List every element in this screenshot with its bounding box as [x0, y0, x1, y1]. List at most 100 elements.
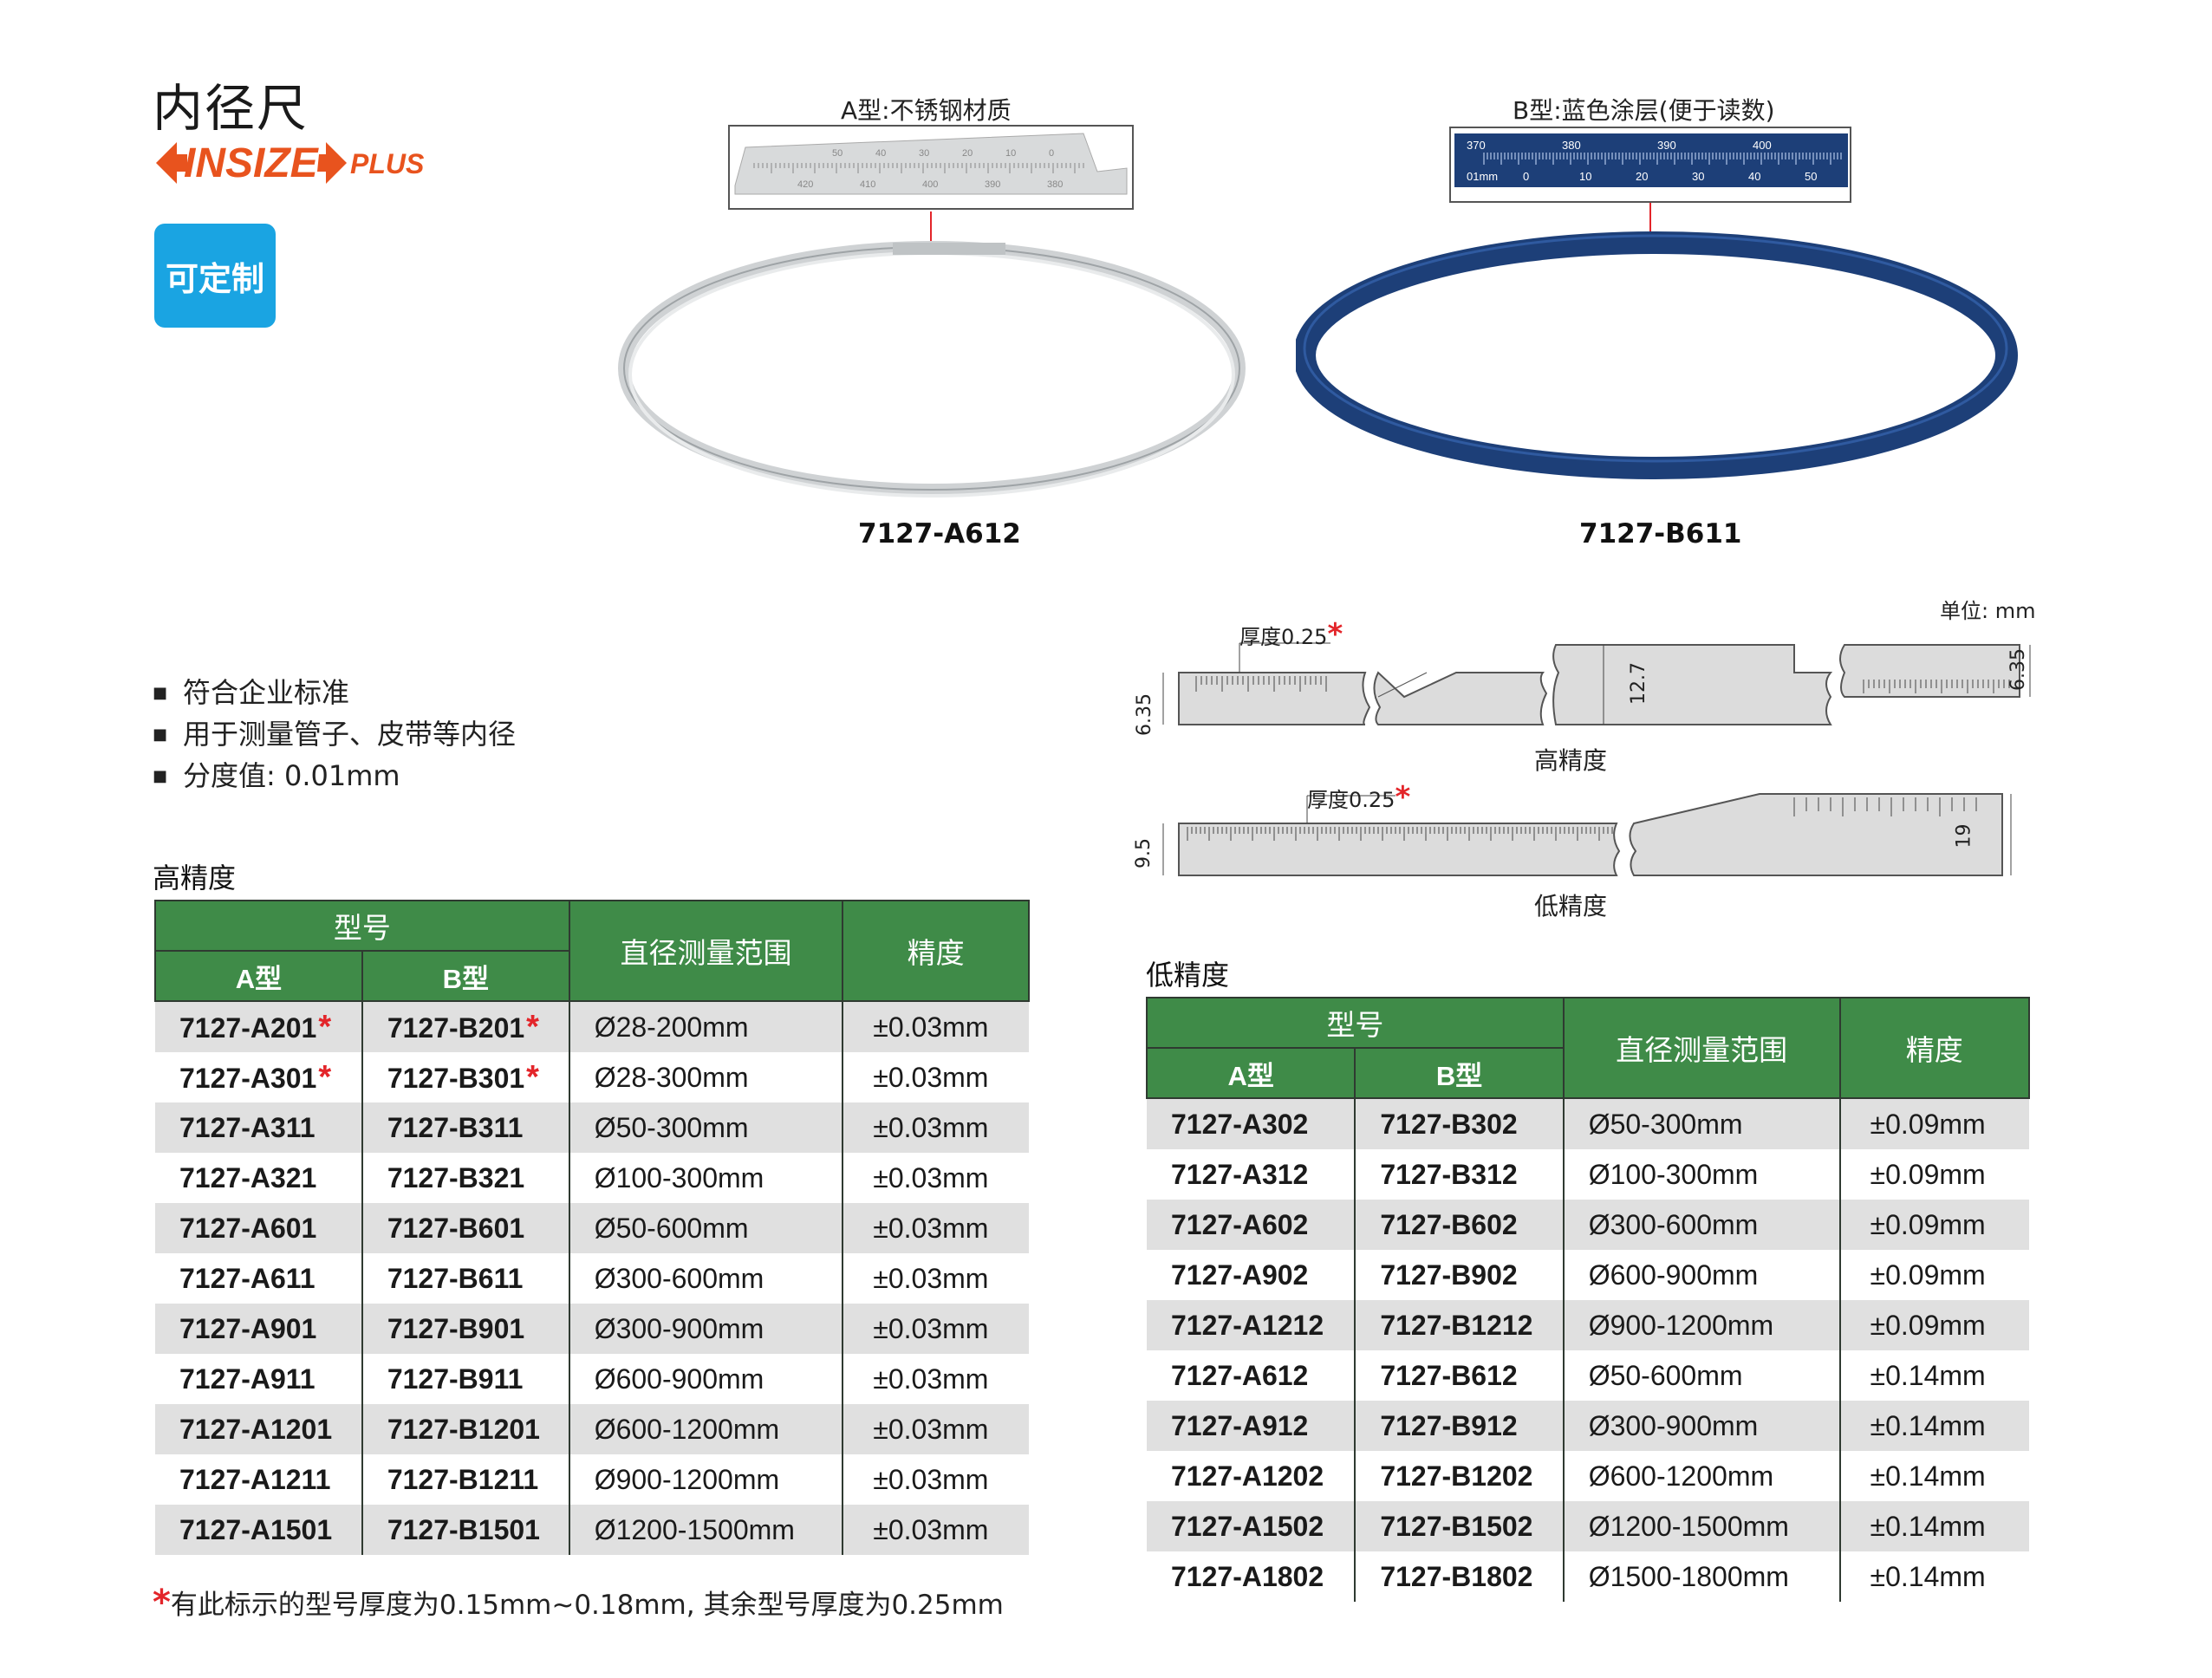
dim-label: 9.5: [1133, 838, 1155, 868]
range-cell: Ø1200-1500mm: [1563, 1501, 1841, 1551]
scale-number: 40: [1748, 170, 1760, 183]
header-type-a: A型: [1145, 1047, 1356, 1099]
thickness-label-low: 厚度0.25*: [1307, 780, 1411, 815]
model-b-cell: 7127-B201*: [361, 1001, 570, 1052]
range-cell: Ø300-900mm: [569, 1304, 844, 1354]
range-cell: Ø1500-1800mm: [1563, 1551, 1841, 1602]
header-range: 直径测量范围: [1562, 997, 1841, 1099]
type-a-caption: A型:不锈钢材质: [841, 96, 1012, 125]
model-b-cell: 7127-B301*: [361, 1052, 570, 1102]
model-a-cell: 7127-A321: [155, 1153, 363, 1203]
model-b-cell: 7127-B902: [1355, 1250, 1565, 1300]
model-a-cell: 7127-A1802: [1147, 1551, 1356, 1602]
model-a-cell: 7127-A302: [1147, 1098, 1356, 1149]
range-cell: Ø300-600mm: [569, 1253, 844, 1304]
range-cell: Ø50-300mm: [1563, 1098, 1841, 1149]
model-b-cell: 7127-B1202: [1355, 1451, 1565, 1501]
range-cell: Ø900-1200mm: [569, 1454, 844, 1505]
header-type-a: A型: [154, 950, 363, 1002]
low-precision-label: 低精度: [1534, 892, 1608, 920]
accuracy-cell: ±0.14mm: [1839, 1501, 2029, 1551]
header-model: 型号: [1146, 997, 1565, 1049]
model-b-cell: 7127-B302: [1355, 1098, 1565, 1149]
feature-item: 用于测量管子、皮带等内径: [153, 716, 516, 758]
model-a-cell: 7127-A311: [155, 1102, 363, 1153]
star-marker: *: [526, 1008, 539, 1045]
range-cell: Ø300-600mm: [1563, 1200, 1841, 1250]
table-row: 7127-A301*7127-B301*Ø28-300mm±0.03mm: [155, 1052, 1029, 1102]
type-b-model: 7127-B611: [1579, 518, 1742, 550]
range-cell: Ø1200-1500mm: [569, 1505, 844, 1555]
range-cell: Ø50-300mm: [569, 1102, 844, 1153]
model-a-cell: 7127-A312: [1147, 1149, 1356, 1200]
model-b-cell: 7127-B1212: [1355, 1300, 1565, 1350]
thickness-label-high: 厚度0.25*: [1239, 617, 1343, 652]
scale-number: 390: [985, 179, 1000, 190]
model-a-cell: 7127-A1501: [155, 1505, 363, 1555]
model-b-cell: 7127-B321: [361, 1153, 570, 1203]
accuracy-cell: ±0.03mm: [843, 1253, 1029, 1304]
scale-number: 40: [875, 148, 886, 159]
scale-number: 30: [919, 148, 929, 159]
profile-diagram: [1118, 607, 2046, 922]
page-title: 内径尺: [153, 79, 309, 138]
accuracy-cell: ±0.03mm: [843, 1354, 1029, 1404]
range-cell: Ø100-300mm: [1563, 1149, 1841, 1200]
scale-number: 10: [1005, 148, 1016, 159]
model-a-cell: 7127-A1201: [155, 1404, 363, 1454]
scale-number: 370: [1467, 139, 1486, 152]
scale-number: 380: [1047, 179, 1063, 190]
scale-number: 50: [1805, 170, 1817, 183]
accuracy-cell: ±0.09mm: [1839, 1250, 2029, 1300]
scale-number: 390: [1657, 139, 1676, 152]
accuracy-cell: ±0.14mm: [1839, 1350, 2029, 1401]
model-a-cell: 7127-A1502: [1147, 1501, 1356, 1551]
range-cell: Ø600-1200mm: [1563, 1451, 1841, 1501]
accuracy-cell: ±0.14mm: [1839, 1451, 2029, 1501]
model-a-cell: 7127-A611: [155, 1253, 363, 1304]
header-model: 型号: [154, 900, 570, 952]
model-b-cell: 7127-B602: [1355, 1200, 1565, 1250]
accuracy-cell: ±0.14mm: [1839, 1401, 2029, 1451]
accuracy-cell: ±0.03mm: [843, 1304, 1029, 1354]
table-row: 7127-A201*7127-B201*Ø28-200mm±0.03mm: [155, 1001, 1029, 1052]
brand-suffix: PLUS: [350, 148, 425, 179]
footnote: *有此标示的型号厚度为0.15mm~0.18mm, 其余型号厚度为0.25mm: [153, 1583, 1004, 1623]
model-a-cell: 7127-A1202: [1147, 1451, 1356, 1501]
scale-number: 01mm: [1467, 170, 1498, 183]
model-b-cell: 7127-B1802: [1355, 1551, 1565, 1602]
header-type-b: B型: [1354, 1047, 1565, 1099]
header-accuracy: 精度: [842, 900, 1030, 1002]
unit-label: 单位: mm: [1940, 599, 2036, 623]
dim-label: 19: [1953, 823, 1975, 849]
accuracy-cell: ±0.03mm: [843, 1203, 1029, 1253]
model-a-cell: 7127-A1211: [155, 1454, 363, 1505]
star-marker: *: [318, 1058, 332, 1096]
range-cell: Ø300-900mm: [1563, 1401, 1841, 1451]
scale-number: 20: [962, 148, 973, 159]
accuracy-cell: ±0.09mm: [1839, 1149, 2029, 1200]
model-b-cell: 7127-B1201: [361, 1404, 570, 1454]
model-b-cell: 7127-B1502: [1355, 1501, 1565, 1551]
low-precision-profile: [1178, 793, 2003, 876]
type-a-model: 7127-A612: [858, 518, 1021, 550]
model-b-cell: 7127-B312: [1355, 1149, 1565, 1200]
high-precision-table: 型号 直径测量范围 精度 A型 B型 7127-A201*7127-B201*Ø…: [154, 900, 1030, 1555]
scale-number: 0: [1049, 148, 1054, 159]
type-b-tape-image: [1293, 227, 2024, 491]
scale-number: 50: [832, 148, 843, 159]
star-marker: *: [318, 1008, 332, 1045]
header-range: 直径测量范围: [568, 900, 844, 1002]
accuracy-cell: ±0.14mm: [1839, 1551, 2029, 1602]
